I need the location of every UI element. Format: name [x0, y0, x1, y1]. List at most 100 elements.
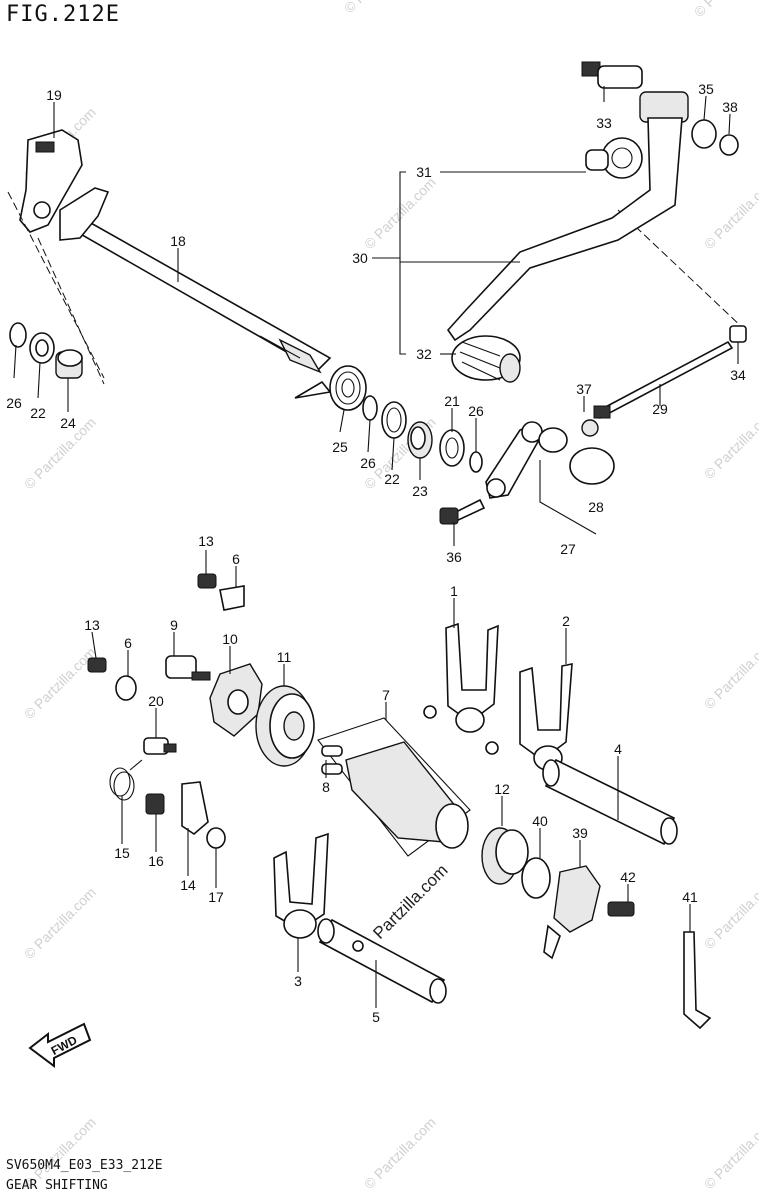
callout-4: 4 [614, 741, 622, 757]
lever-bolt [581, 61, 643, 89]
watermark: © Partzilla.com [701, 874, 759, 952]
shift-cam-plate [209, 663, 263, 737]
spring-15 [109, 759, 143, 801]
watermark: © Partzilla.com [701, 404, 759, 482]
callout-15: 15 [114, 845, 130, 861]
callout-29: 29 [652, 401, 668, 417]
callout-41: 41 [682, 889, 698, 905]
callout-19: 19 [46, 87, 62, 103]
shift-fork-1 [423, 622, 499, 733]
callout-1: 1 [450, 583, 458, 599]
callout-13: 13 [84, 617, 100, 633]
watermark: © Partzilla.com [21, 884, 99, 962]
callout-8: 8 [322, 779, 330, 795]
callout-11: 11 [277, 649, 292, 665]
callout-16: 16 [148, 853, 164, 869]
figure-title: FIG.212E [6, 2, 120, 27]
leader-lines [13, 86, 739, 1008]
gearshift-cam-drum [317, 717, 471, 857]
guide-line [37, 237, 105, 385]
needle-bearing [481, 827, 529, 885]
callout-26: 26 [6, 395, 22, 411]
callout-bracket [539, 460, 597, 535]
stopper-14 [181, 781, 209, 836]
callout-42: 42 [620, 869, 636, 885]
callout-3: 3 [294, 973, 302, 989]
gearshift-link-rod [593, 325, 747, 420]
gearshift-link-arm [485, 419, 615, 499]
clip-38 [719, 134, 739, 156]
callout-32: 32 [416, 346, 432, 362]
callout-24: 24 [60, 415, 76, 431]
callout-23: 23 [412, 483, 428, 499]
callout-35: 35 [698, 81, 714, 97]
callout-33: 33 [596, 115, 612, 131]
washer-17 [206, 827, 226, 849]
callout-36: 36 [446, 549, 462, 565]
watermark: © Partzilla.com [701, 174, 759, 252]
gearshift-arm [19, 129, 110, 241]
callout-12: 12 [494, 781, 510, 797]
guide-line [617, 209, 746, 331]
callout-28: 28 [588, 499, 604, 515]
shift-pin [165, 655, 211, 681]
callout-25: 25 [332, 439, 348, 455]
shaft-washers [362, 395, 483, 473]
watermark: © Partzilla.com [701, 634, 759, 712]
washer-40 [521, 857, 551, 899]
screw-13 [197, 573, 217, 589]
watermark: © Partzilla.com [341, 0, 419, 16]
callout-26: 26 [360, 455, 376, 471]
shift-fork-2 [485, 663, 573, 771]
washer-35 [691, 119, 717, 149]
bolt-20 [143, 737, 177, 755]
fork-shaft-5 [317, 918, 447, 1004]
callout-34: 34 [730, 367, 746, 383]
washer-parts-left [9, 322, 83, 379]
screw-13 [87, 657, 107, 673]
clamp-41 [683, 931, 712, 1030]
watermark: © Partzilla.com [701, 1114, 759, 1192]
center-watermark: Partzilla.com [369, 861, 451, 943]
callout-40: 40 [532, 813, 548, 829]
gearshift-lever [446, 91, 689, 383]
fwd-arrow-icon: FWD [28, 1022, 92, 1068]
washer-6 [219, 585, 245, 611]
callout-22: 22 [384, 471, 400, 487]
watermark: © Partzilla.com [361, 1114, 439, 1192]
footer-name: GEAR SHIFTING [6, 1178, 108, 1193]
gear-position-sensor [543, 865, 601, 960]
callout-39: 39 [572, 825, 588, 841]
callout-21: 21 [444, 393, 460, 409]
callout-10: 10 [222, 631, 238, 647]
callout-22: 22 [30, 405, 46, 421]
callout-26: 26 [468, 403, 484, 419]
washer-6 [115, 675, 137, 701]
callout-30: 30 [352, 250, 368, 266]
callout-37: 37 [576, 381, 592, 397]
shift-fork-3 [273, 832, 329, 939]
callout-14: 14 [180, 877, 196, 893]
bolt-16 [145, 793, 165, 815]
watermark-layer: © Partzilla.com © Partzilla.com © Partzi… [21, 0, 759, 1192]
callout-31: 31 [416, 164, 432, 180]
callout-6: 6 [124, 635, 132, 651]
bolt-42 [607, 901, 635, 917]
callout-38: 38 [722, 99, 738, 115]
callout-17: 17 [208, 889, 224, 905]
watermark: © Partzilla.com [691, 0, 759, 20]
callout-20: 20 [148, 693, 164, 709]
callout-6: 6 [232, 551, 240, 567]
callout-27: 27 [560, 541, 576, 557]
fork-shaft-4 [542, 758, 678, 846]
gearshift-shaft [68, 217, 332, 374]
callout-18: 18 [170, 233, 186, 249]
callout-labels: 19 18 26 22 24 25 26 22 23 21 26 33 35 3… [6, 81, 746, 1025]
callout-7: 7 [382, 687, 390, 703]
bearing [255, 685, 315, 767]
footer-code: SV650M4_E03_E33_212E [6, 1158, 163, 1173]
shift-return-spring [294, 365, 367, 411]
guide-line [7, 191, 105, 379]
callout-5: 5 [372, 1009, 380, 1025]
